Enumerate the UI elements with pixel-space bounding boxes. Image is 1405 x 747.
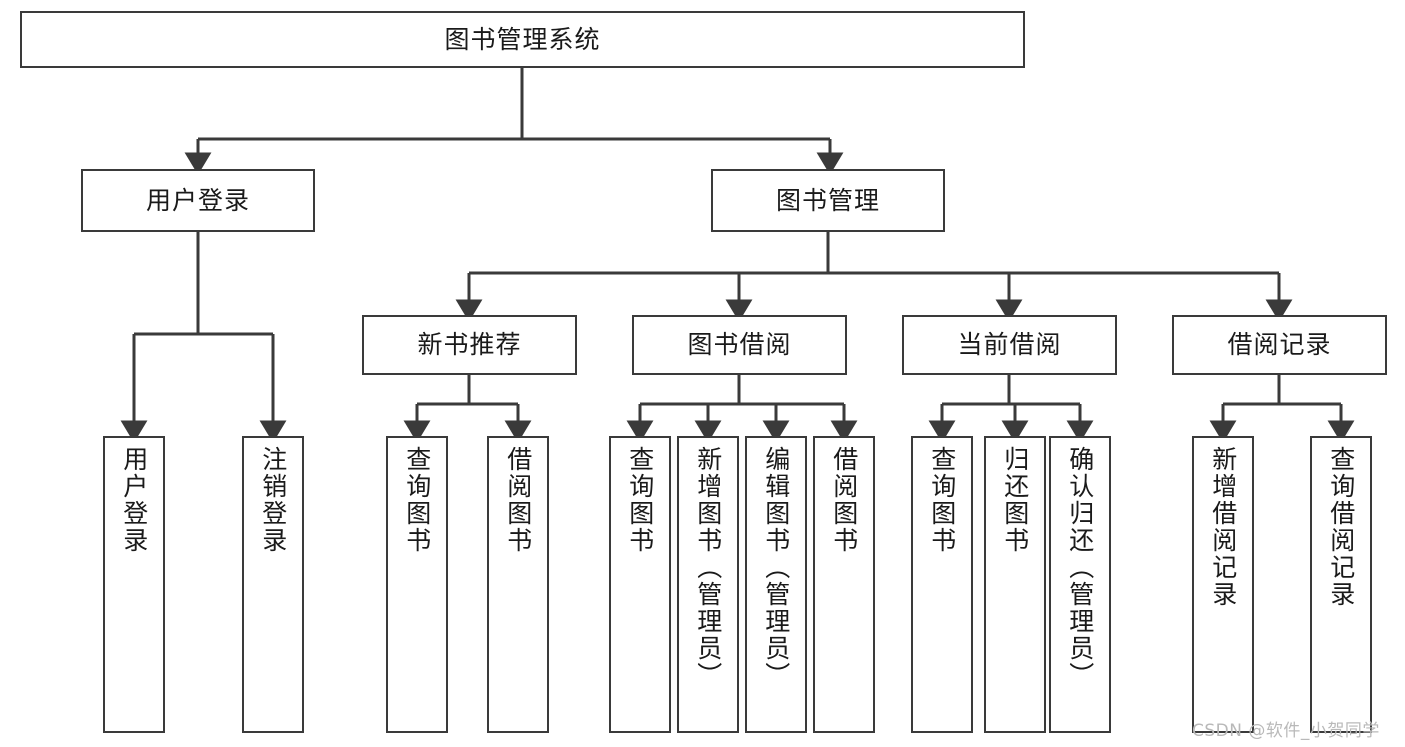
node-leaf-add-book[interactable]: 新增图书（管理员） — [677, 436, 739, 733]
node-leaf-query-book-2[interactable]: 查询图书 — [609, 436, 671, 733]
node-new-book-rec-label: 新书推荐 — [417, 330, 522, 359]
node-leaf-user-logout[interactable]: 注销登录 — [242, 436, 304, 733]
node-root-label: 图书管理系统 — [444, 24, 601, 54]
node-leaf-query-book-2-label: 查询图书 — [625, 446, 655, 554]
node-leaf-edit-book[interactable]: 编辑图书（管理员） — [745, 436, 807, 733]
node-leaf-query-book-1-label: 查询图书 — [402, 446, 432, 554]
node-borrow-record[interactable]: 借阅记录 — [1172, 315, 1387, 375]
node-root[interactable]: 图书管理系统 — [20, 11, 1025, 68]
node-leaf-query-book-3[interactable]: 查询图书 — [911, 436, 973, 733]
node-leaf-confirm-return-label: 确认归还（管理员） — [1065, 446, 1095, 689]
node-leaf-add-book-label: 新增图书（管理员） — [693, 446, 723, 689]
node-leaf-query-record-label: 查询借阅记录 — [1326, 446, 1356, 608]
node-current-borrow[interactable]: 当前借阅 — [902, 315, 1117, 375]
node-leaf-user-login-label: 用户登录 — [119, 446, 149, 554]
node-leaf-confirm-return[interactable]: 确认归还（管理员） — [1049, 436, 1111, 733]
node-leaf-edit-book-label: 编辑图书（管理员） — [761, 446, 791, 689]
node-leaf-add-record[interactable]: 新增借阅记录 — [1192, 436, 1254, 733]
node-user-login-label: 用户登录 — [145, 185, 250, 215]
node-leaf-user-login[interactable]: 用户登录 — [103, 436, 165, 733]
node-leaf-return-book[interactable]: 归还图书 — [984, 436, 1046, 733]
node-leaf-borrow-book-2-label: 借阅图书 — [829, 446, 859, 554]
node-current-borrow-label: 当前借阅 — [957, 330, 1062, 359]
node-leaf-borrow-book-2[interactable]: 借阅图书 — [813, 436, 875, 733]
node-user-login[interactable]: 用户登录 — [81, 169, 315, 232]
node-book-manage[interactable]: 图书管理 — [711, 169, 945, 232]
node-leaf-borrow-book-1-label: 借阅图书 — [503, 446, 533, 554]
node-leaf-query-book-1[interactable]: 查询图书 — [386, 436, 448, 733]
node-borrow-record-label: 借阅记录 — [1227, 330, 1332, 359]
csdn-watermark: CSDN @软件_小贺同学 — [1192, 721, 1380, 741]
node-book-borrow[interactable]: 图书借阅 — [632, 315, 847, 375]
node-leaf-query-book-3-label: 查询图书 — [927, 446, 957, 554]
node-leaf-add-record-label: 新增借阅记录 — [1208, 446, 1238, 608]
node-leaf-return-book-label: 归还图书 — [1000, 446, 1030, 554]
node-leaf-query-record[interactable]: 查询借阅记录 — [1310, 436, 1372, 733]
node-leaf-borrow-book-1[interactable]: 借阅图书 — [487, 436, 549, 733]
node-book-borrow-label: 图书借阅 — [687, 330, 792, 359]
node-new-book-rec[interactable]: 新书推荐 — [362, 315, 577, 375]
node-book-manage-label: 图书管理 — [775, 185, 880, 215]
node-leaf-user-logout-label: 注销登录 — [258, 446, 288, 554]
